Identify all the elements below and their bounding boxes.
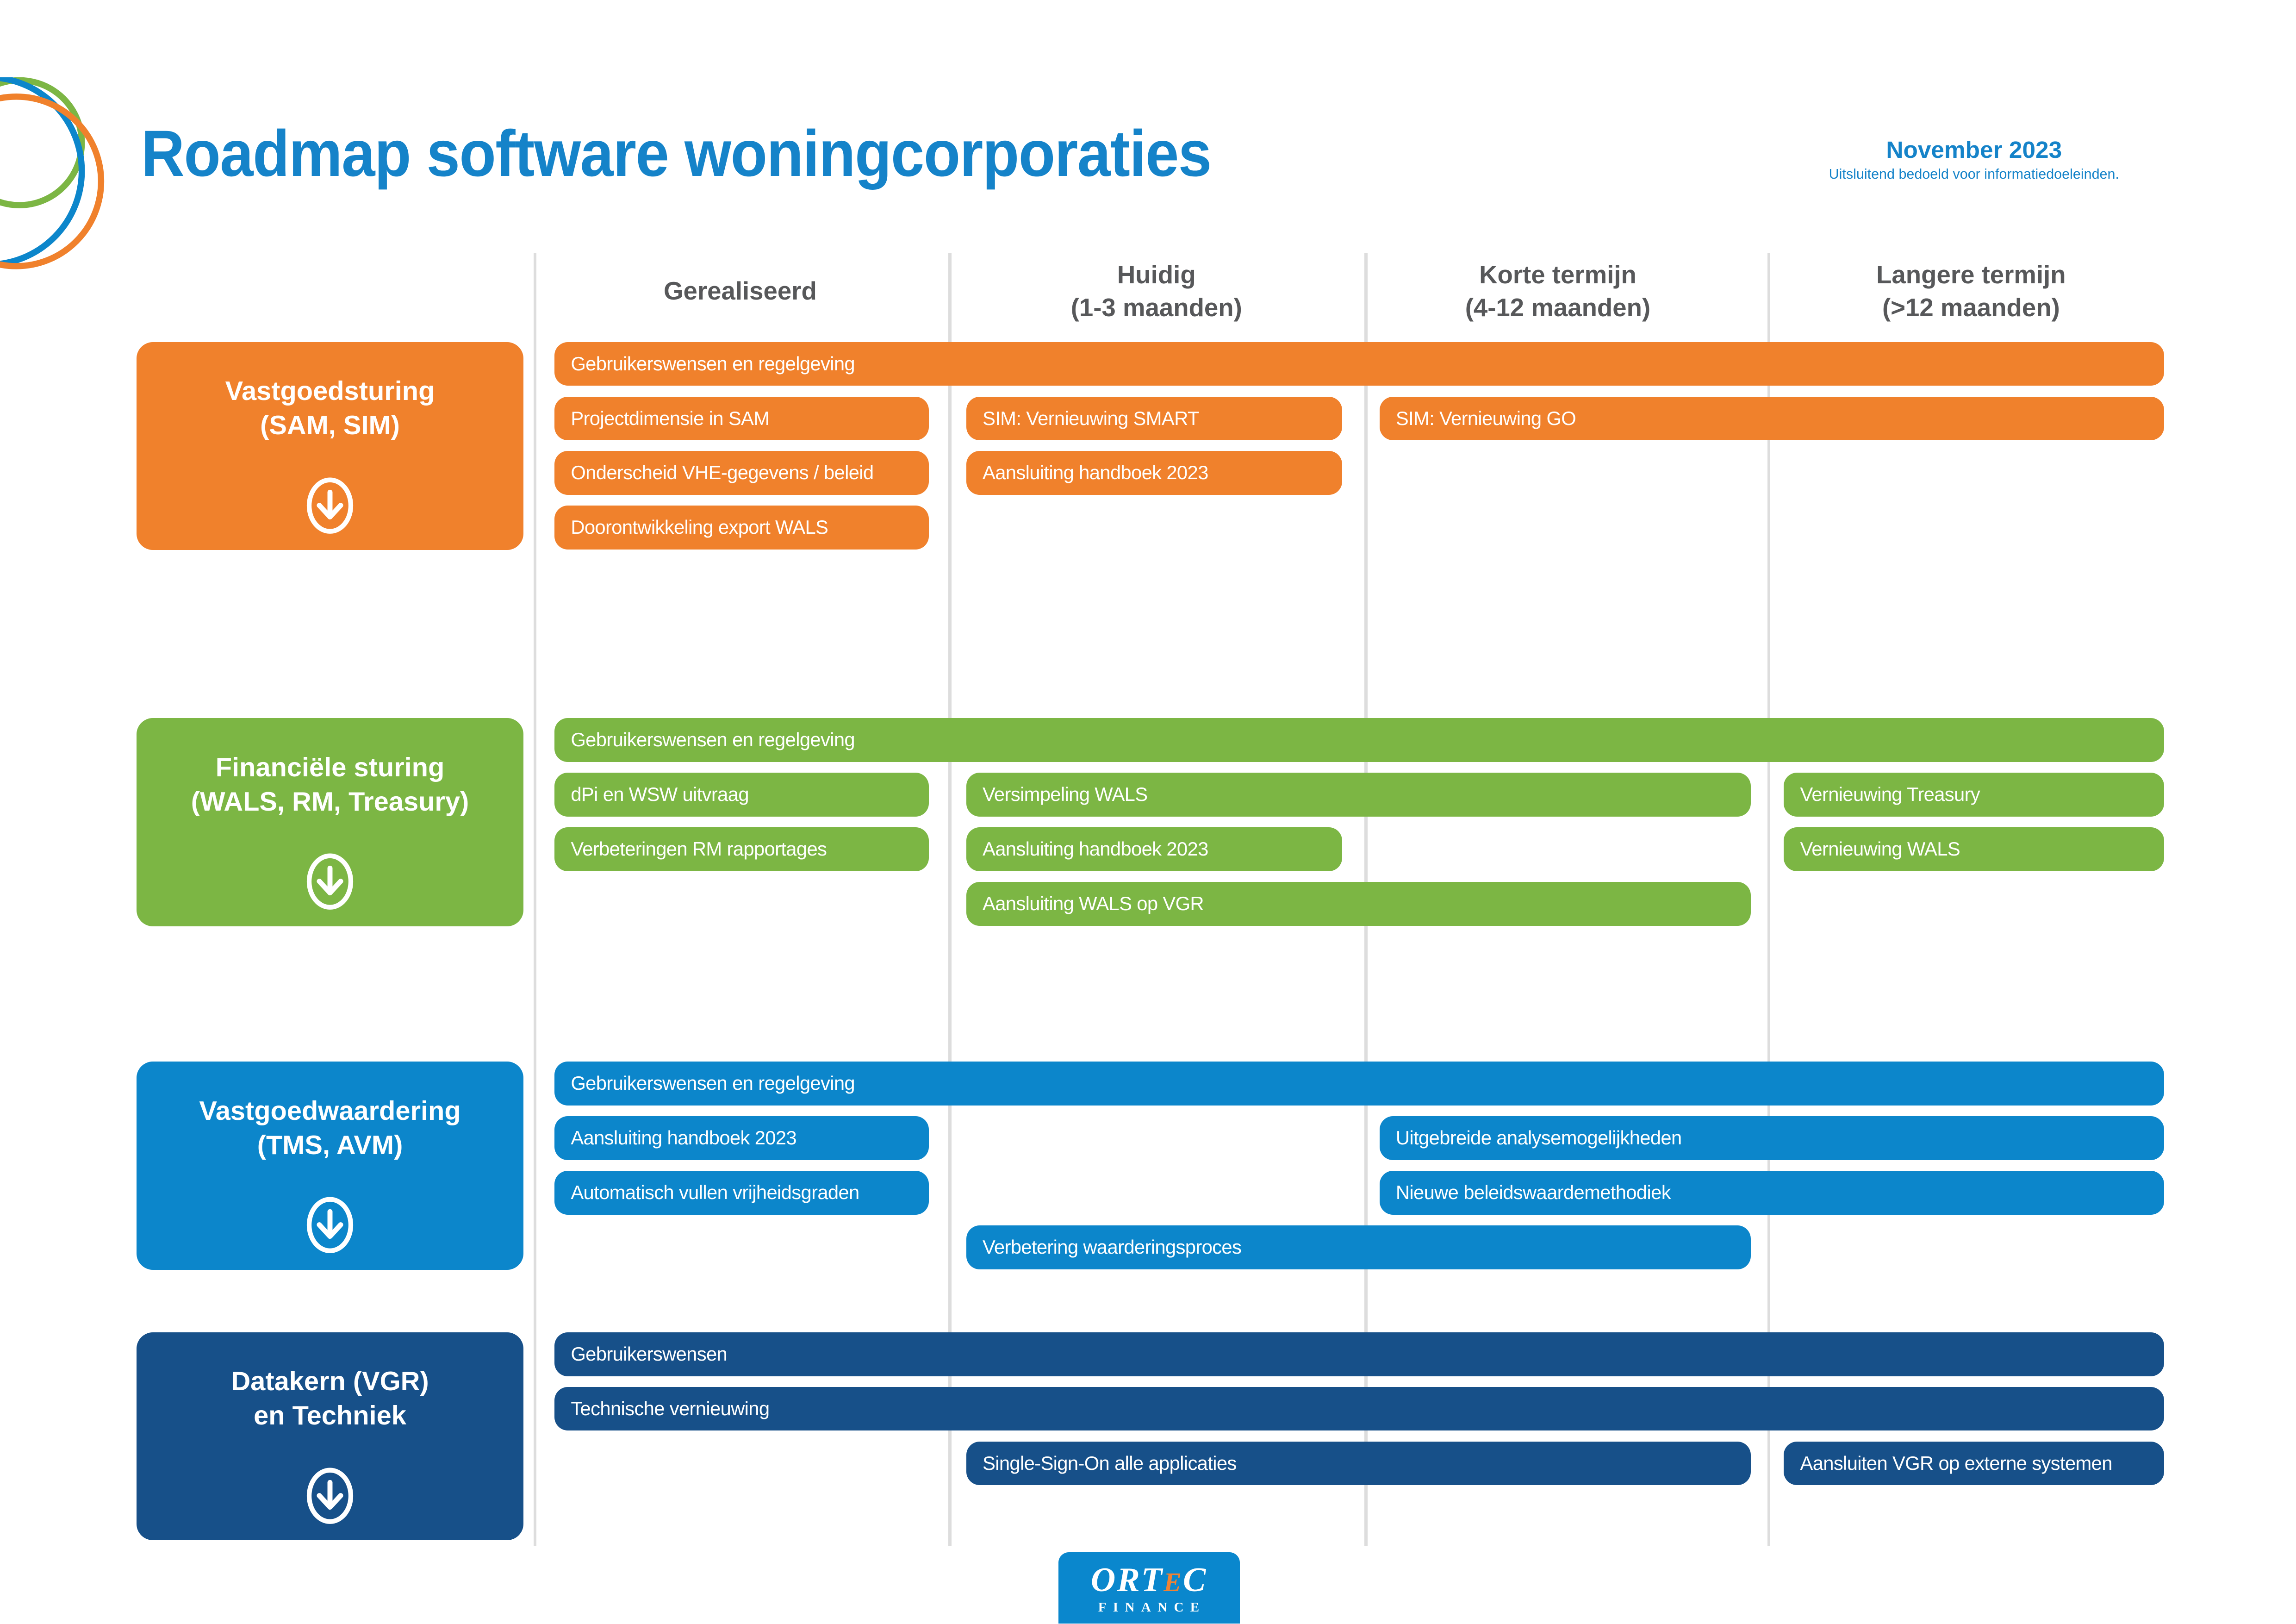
category-title: Vastgoedsturing <box>225 376 435 406</box>
column-sublabel: (1-3 maanden) <box>1070 293 1242 322</box>
bar-vernieuwing-treasury: Vernieuwing Treasury <box>1784 773 2165 817</box>
column-sublabel: (4-12 maanden) <box>1465 293 1651 322</box>
category-subtitle: (TMS, AVM) <box>257 1130 403 1160</box>
date-label: November 2023 <box>1886 136 2062 163</box>
bar-aansluiten-vgr-op-externe-systemen: Aansluiten VGR op externe systemen <box>1784 1441 2165 1486</box>
column-header-korte-termijn: Korte termijn (4-12 maanden) <box>1364 256 1751 327</box>
logo-subtitle: FINANCE <box>1098 1599 1206 1615</box>
category-box-datakern-vgr: Datakern (VGR) en Techniek <box>137 1332 523 1541</box>
bar-versimpeling-wals: Versimpeling WALS <box>966 773 1751 817</box>
column-label: Korte termijn <box>1479 260 1636 289</box>
bar-dpi-en-wsw-uitvraag: dPi en WSW uitvraag <box>554 773 929 817</box>
bar-gebruikerswensen-en-regelgeving: Gebruikerswensen en regelgeving <box>554 1062 2165 1106</box>
circle-down-arrow-icon <box>305 852 355 911</box>
logo-wordmark: ORTEC <box>1058 1560 1240 1599</box>
category-title: Financiële sturing <box>215 752 445 782</box>
bar-verbeteringen-rm-rapportages: Verbeteringen RM rapportages <box>554 827 929 871</box>
circle-down-arrow-icon <box>305 1195 355 1255</box>
bar-sim-vernieuwing-go: SIM: Vernieuwing GO <box>1379 396 2165 441</box>
bar-technische-vernieuwing: Technische vernieuwing <box>554 1387 2165 1431</box>
bar-gebruikerswensen: Gebruikerswensen <box>554 1332 2165 1376</box>
logo-wordmark-prefix: ORT <box>1090 1560 1164 1599</box>
category-subtitle: en Techniek <box>254 1401 406 1431</box>
bar-aansluiting-handboek-2023: Aansluiting handboek 2023 <box>966 827 1343 871</box>
bar-aansluiting-handboek-2023: Aansluiting handboek 2023 <box>966 451 1343 495</box>
timeline-grid-line-3 <box>1767 253 1771 1547</box>
bar-vernieuwing-wals: Vernieuwing WALS <box>1784 827 2165 871</box>
category-title: Datakern (VGR) <box>231 1367 429 1397</box>
category-box-vastgoedwaardering: Vastgoedwaardering (TMS, AVM) <box>137 1062 523 1270</box>
column-header-huidig: Huidig (1-3 maanden) <box>963 256 1350 327</box>
bar-doorontwikkeling-export-wals: Doorontwikkeling export WALS <box>554 506 929 550</box>
logo-wordmark-suffix: C <box>1183 1560 1207 1599</box>
column-label: Langere termijn <box>1876 260 2066 289</box>
column-label: Gerealiseerd <box>664 277 817 306</box>
logo-wordmark-accent: E <box>1164 1567 1183 1597</box>
bar-single-sign-on-alle-applicaties: Single-Sign-On alle applicaties <box>966 1441 1751 1486</box>
bar-aansluiting-handboek-2023: Aansluiting handboek 2023 <box>554 1116 929 1160</box>
column-header-langere-termijn: Langere termijn (>12 maanden) <box>1778 256 2164 327</box>
orange-circle-icon <box>0 94 105 269</box>
circle-down-arrow-icon <box>306 1197 354 1254</box>
category-box-vastgoedsturing: Vastgoedsturing (SAM, SIM) <box>137 342 523 550</box>
date-block: November 2023 Uitsluitend bedoeld voor i… <box>1759 137 2190 183</box>
disclaimer-text: Uitsluitend bedoeld voor informatiedoele… <box>1829 166 2119 182</box>
circle-down-arrow-icon <box>306 853 354 910</box>
bar-aansluiting-wals-op-vgr: Aansluiting WALS op VGR <box>966 881 1751 926</box>
column-sublabel: (>12 maanden) <box>1882 293 2060 322</box>
category-box-financi-le-sturing: Financiële sturing (WALS, RM, Treasury) <box>137 718 523 926</box>
category-subtitle: (WALS, RM, Treasury) <box>191 787 469 817</box>
bar-uitgebreide-analysemogelijkheden: Uitgebreide analysemogelijkheden <box>1379 1116 2165 1160</box>
ortec-finance-logo: ORTEC FINANCE <box>1058 1552 1240 1624</box>
timeline-grid-line-1 <box>948 253 952 1547</box>
blue-circle-icon <box>0 77 85 267</box>
bar-onderscheid-vhe-gegevens-beleid: Onderscheid VHE-gegevens / beleid <box>554 451 929 495</box>
bar-automatisch-vullen-vrijheidsgraden: Automatisch vullen vrijheidsgraden <box>554 1170 929 1215</box>
bar-nieuwe-beleidswaardemethodiek: Nieuwe beleidswaardemethodiek <box>1379 1170 2165 1215</box>
circle-down-arrow-icon <box>305 476 355 535</box>
bar-gebruikerswensen-en-regelgeving: Gebruikerswensen en regelgeving <box>554 342 2165 386</box>
category-subtitle: (SAM, SIM) <box>260 411 400 441</box>
bar-verbetering-waarderingsproces: Verbetering waarderingsproces <box>966 1225 1751 1269</box>
bar-projectdimensie-in-sam: Projectdimensie in SAM <box>554 396 929 441</box>
category-title: Vastgoedwaardering <box>199 1096 461 1126</box>
timeline-grid-line-0 <box>534 253 537 1547</box>
circle-down-arrow-icon <box>306 1468 354 1524</box>
column-label: Huidig <box>1117 260 1196 289</box>
bar-sim-vernieuwing-smart: SIM: Vernieuwing SMART <box>966 396 1343 441</box>
circle-down-arrow-icon <box>306 477 354 534</box>
page-title: Roadmap software woningcorporaties <box>141 116 1212 190</box>
bar-gebruikerswensen-en-regelgeving: Gebruikerswensen en regelgeving <box>554 718 2165 762</box>
circle-down-arrow-icon <box>305 1466 355 1525</box>
column-header-gerealiseerd: Gerealiseerd <box>547 256 933 327</box>
ortec-circles-logo <box>0 77 105 269</box>
